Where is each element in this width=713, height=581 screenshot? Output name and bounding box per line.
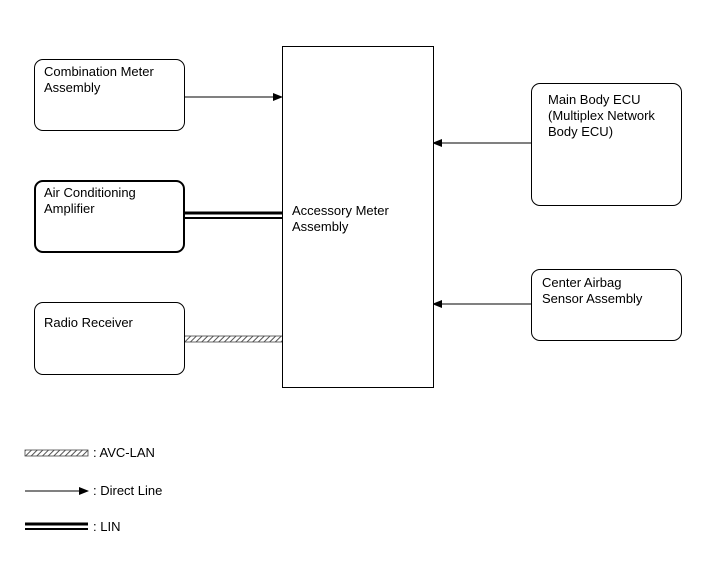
combination-meter-label: Combination Meter Assembly: [44, 64, 154, 95]
center-airbag-sensor-label: Center Airbag Sensor Assembly: [542, 275, 643, 306]
avc-lan-line-radio: [183, 335, 284, 343]
main-body-ecu-box: Main Body ECU (Multiplex Network Body EC…: [531, 83, 682, 206]
air-conditioning-amplifier-box: Air Conditioning Amplifier: [34, 180, 185, 253]
legend-lin-symbol: [25, 522, 88, 530]
radio-receiver-box: Radio Receiver: [34, 302, 185, 375]
legend-lin-label: : LIN: [93, 519, 121, 534]
lin-line-air-conditioning: [184, 211, 283, 219]
accessory-meter-assembly-box: Accessory Meter Assembly: [282, 46, 434, 388]
legend-avc-lan-symbol: [24, 449, 89, 457]
main-body-ecu-label: Main Body ECU (Multiplex Network Body EC…: [548, 92, 655, 139]
air-conditioning-amplifier-label: Air Conditioning Amplifier: [44, 185, 136, 216]
combination-meter-box: Combination Meter Assembly: [34, 59, 185, 131]
legend-direct-line-label: : Direct Line: [93, 483, 163, 498]
center-airbag-sensor-box: Center Airbag Sensor Assembly: [531, 269, 682, 341]
legend-avc-lan-label: : AVC-LAN: [93, 445, 155, 460]
radio-receiver-label: Radio Receiver: [44, 315, 133, 330]
accessory-meter-assembly-label: Accessory Meter Assembly: [292, 203, 389, 234]
